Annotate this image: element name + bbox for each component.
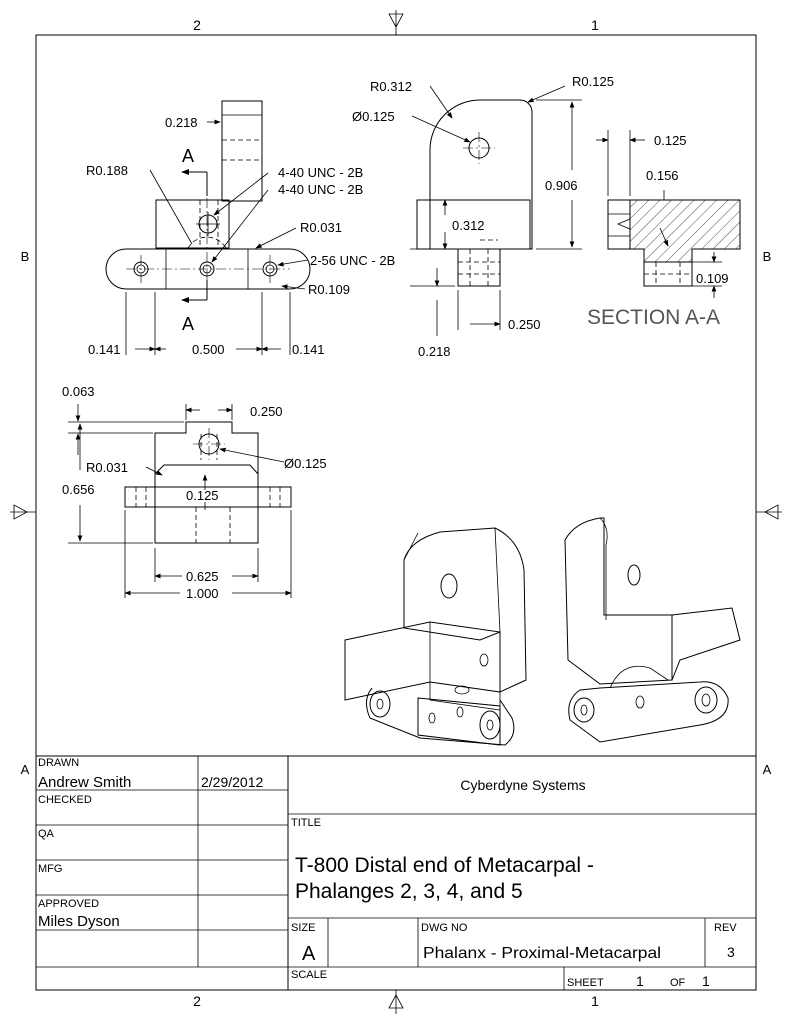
title-block <box>36 755 756 990</box>
isometric-view-right <box>564 517 741 743</box>
drawn-date: 2/29/2012 <box>201 774 263 790</box>
dwg-value: Phalanx - Proximal-Metacarpal <box>423 945 661 962</box>
title-line-1: T-800 Distal end of Metacarpal - <box>295 854 594 877</box>
dim-side-bottom-w: 0.250 <box>508 317 541 332</box>
dim-front-r-bottom: R0.109 <box>308 282 350 297</box>
zone-right-b: B <box>763 249 772 264</box>
dim-top-height: 0.656 <box>62 482 95 497</box>
dim-section-top: 0.125 <box>654 133 687 148</box>
dim-front-mid-w: 0.500 <box>192 342 225 357</box>
dim-front-r-left: R0.188 <box>86 163 128 178</box>
dim-side-hole: Ø0.125 <box>352 109 395 124</box>
dim-top-total-w: 1.000 <box>186 586 219 601</box>
dim-front-r-small: R0.031 <box>300 220 342 235</box>
zone-top-2: 2 <box>193 17 201 33</box>
size-label: SIZE <box>291 922 315 934</box>
dim-side-r-top-left: R0.312 <box>370 79 412 94</box>
dim-front-top-width: 0.218 <box>165 115 198 130</box>
dim-section-bottom: 0.109 <box>696 271 729 286</box>
zone-right-a: A <box>763 762 772 777</box>
zone-left-a: A <box>21 762 30 777</box>
checked-label: CHECKED <box>38 794 92 806</box>
approved-name: Miles Dyson <box>38 913 120 930</box>
drawn-name: Andrew Smith <box>38 774 131 791</box>
dim-side-height: 0.906 <box>545 178 578 193</box>
dim-top-top-w: 0.250 <box>250 404 283 419</box>
zone-top-1: 1 <box>591 17 599 33</box>
dim-top-inner: 0.125 <box>186 488 219 503</box>
sheet-label: SHEET <box>567 977 604 989</box>
of-label: OF <box>670 977 686 989</box>
scale-label: SCALE <box>291 969 327 981</box>
section-title: SECTION A-A <box>587 306 720 329</box>
zone-bottom-2: 2 <box>193 993 201 1009</box>
isometric-view-left <box>344 527 527 746</box>
drawn-label: DRAWN <box>38 757 79 769</box>
dim-side-inner: 0.312 <box>452 218 485 233</box>
section-mark-top: A <box>182 146 194 166</box>
dim-front-left-w: 0.141 <box>88 342 121 357</box>
dim-front-thread-2: 4-40 UNC - 2B <box>278 182 363 197</box>
title-label: TITLE <box>291 817 321 829</box>
dwg-label: DWG NO <box>421 922 468 934</box>
dim-top-hole: Ø0.125 <box>284 456 327 471</box>
section-mark-bottom: A <box>182 314 194 334</box>
dim-top-r-left: R0.031 <box>86 460 128 475</box>
dim-front-thread-1: 4-40 UNC - 2B <box>278 165 363 180</box>
mfg-label: MFG <box>38 863 62 875</box>
of-value: 1 <box>702 973 710 989</box>
dim-front-thread-3: 2-56 UNC - 2B <box>310 253 395 268</box>
dim-side-r-top-right: R0.125 <box>572 74 614 89</box>
rev-value: 3 <box>727 944 735 960</box>
dim-front-right-w: 0.141 <box>292 342 325 357</box>
zone-bottom-1: 1 <box>591 993 599 1009</box>
rev-label: REV <box>714 922 737 934</box>
zone-left-b: B <box>21 249 30 264</box>
dim-top-mid-w: 0.625 <box>186 569 219 584</box>
top-view <box>68 404 292 598</box>
dim-top-left-top: 0.063 <box>62 384 95 399</box>
title-line-2: Phalanges 2, 3, 4, and 5 <box>295 880 523 903</box>
approved-label: APPROVED <box>38 898 99 910</box>
company-name: Cyberdyne Systems <box>460 777 585 793</box>
front-view <box>105 100 311 355</box>
dim-section-mid: 0.156 <box>646 168 679 183</box>
sheet-border <box>10 10 782 1014</box>
section-view <box>596 130 741 298</box>
dim-side-left-h: 0.218 <box>418 344 451 359</box>
side-view <box>410 85 582 336</box>
sheet-value: 1 <box>636 973 644 989</box>
qa-label: QA <box>38 828 55 840</box>
size-value: A <box>302 943 316 965</box>
